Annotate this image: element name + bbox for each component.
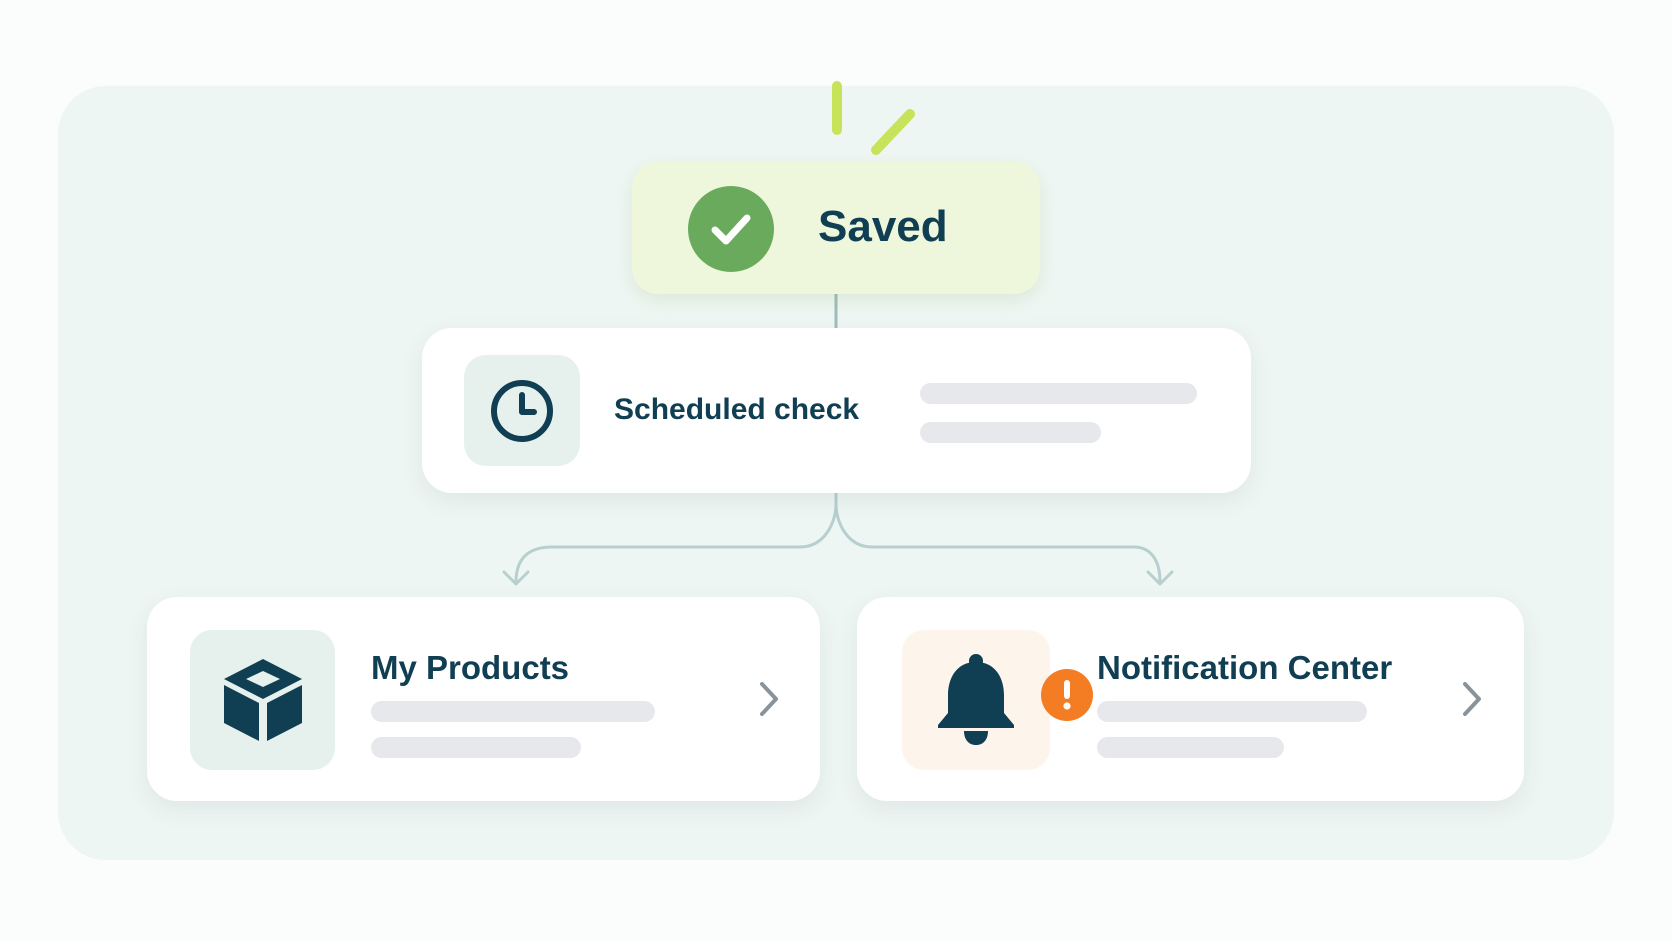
bell-icon bbox=[938, 654, 1014, 745]
chevron-right-icon[interactable] bbox=[1457, 677, 1487, 721]
scheduled-check-title: Scheduled check bbox=[614, 393, 860, 426]
saved-status-pill: Saved bbox=[632, 162, 1040, 294]
exclamation-icon bbox=[1063, 680, 1071, 710]
skeleton-line bbox=[1097, 737, 1284, 758]
skeleton-line bbox=[371, 737, 581, 758]
clock-icon bbox=[491, 379, 553, 442]
skeleton-line bbox=[1097, 701, 1367, 722]
check-circle-icon bbox=[688, 186, 774, 272]
bell-tile bbox=[902, 630, 1093, 770]
box-tile bbox=[190, 630, 335, 770]
saved-label: Saved bbox=[818, 202, 948, 251]
skeleton-line bbox=[920, 383, 1197, 404]
notification-center-title: Notification Center bbox=[1097, 649, 1393, 686]
scheduled-check-card[interactable]: Scheduled check bbox=[422, 328, 1251, 493]
alert-badge-icon bbox=[1041, 669, 1093, 721]
clock-tile bbox=[464, 355, 580, 466]
box-icon bbox=[223, 659, 302, 741]
skeleton-line bbox=[371, 701, 655, 722]
my-products-title: My Products bbox=[371, 649, 570, 686]
notification-center-card[interactable]: Notification Center bbox=[857, 597, 1524, 801]
my-products-card[interactable]: My Products bbox=[147, 597, 820, 801]
chevron-right-icon[interactable] bbox=[754, 677, 784, 721]
skeleton-line bbox=[920, 422, 1101, 443]
